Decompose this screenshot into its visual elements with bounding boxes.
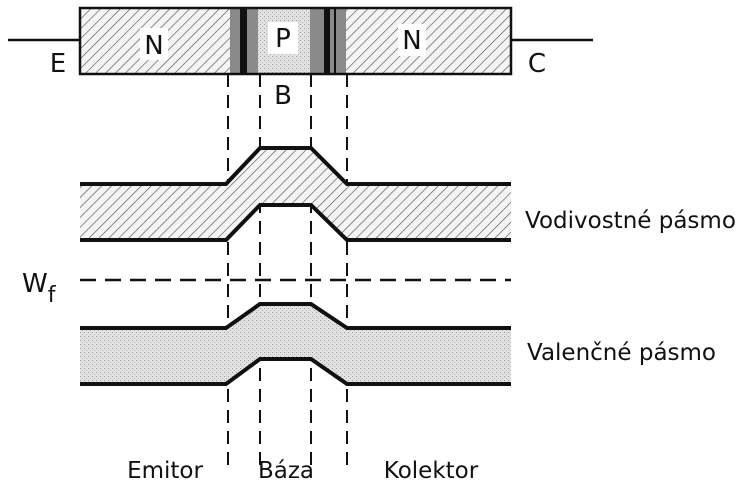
- fermi-level-label: Wf: [22, 269, 57, 308]
- conduction-band-fill: [80, 148, 511, 240]
- valence-band-fill: [80, 304, 511, 384]
- region-boundaries: [227, 74, 348, 470]
- collector-label-bg: [398, 24, 426, 56]
- fermi-level-subscript: f: [48, 283, 57, 308]
- valence-band: [80, 302, 511, 386]
- emitter-region-label: N: [144, 31, 163, 61]
- valence-band-top-edge: [80, 302, 511, 330]
- emitter-label-bg: [140, 28, 168, 60]
- collector-region-label: N: [402, 26, 421, 56]
- emitter-terminal-label: E: [50, 49, 66, 79]
- base-label-bg: [268, 22, 298, 54]
- collector-junction-line: [324, 8, 330, 74]
- transistor-outline: [78, 6, 513, 76]
- collector-junction-edge: [334, 8, 336, 74]
- conduction-band-top-edge: [80, 146, 511, 186]
- emitter-junction-line: [240, 8, 247, 74]
- base-region-label: P: [275, 24, 291, 54]
- conduction-band-label: Vodivostné pásmo: [525, 208, 736, 234]
- fermi-level-symbol: W: [22, 269, 48, 299]
- valence-band-label: Valenčné pásmo: [527, 340, 716, 366]
- base-label: Báza: [258, 458, 314, 484]
- valence-band-bottom-edge: [80, 357, 511, 386]
- conduction-band-bottom-edge: [80, 203, 511, 242]
- collector-terminal-label: C: [528, 49, 546, 79]
- conduction-band: [80, 146, 511, 242]
- base-terminal-label: B: [274, 81, 292, 111]
- collector-n-region: [346, 8, 511, 74]
- transistor-bar: N P N E C B: [8, 6, 593, 111]
- emitter-label: Emitor: [127, 458, 203, 484]
- collector-label: Kolektor: [384, 458, 479, 484]
